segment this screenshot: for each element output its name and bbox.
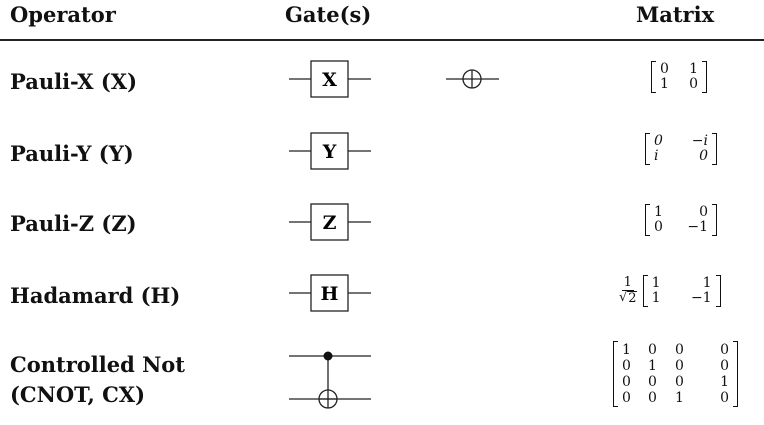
matrix-cell: 1 bbox=[651, 275, 661, 291]
matrix-cell: 0 bbox=[648, 390, 657, 406]
pauli-z-gate bbox=[289, 203, 371, 241]
operator-label-pauli-y: Pauli-Y (Y) bbox=[10, 141, 134, 166]
cnot-gate bbox=[289, 355, 371, 409]
matrix-cell: 0 bbox=[675, 342, 684, 358]
matrix-pauli-x: 0 1 1 0 bbox=[651, 61, 707, 93]
matrix-cell: 0 bbox=[622, 390, 631, 406]
matrix-right-bracket bbox=[733, 341, 738, 407]
pauli-x-gate-letter: X bbox=[322, 69, 337, 91]
matrix-cell: 0 bbox=[654, 133, 663, 149]
hadamard-gate bbox=[289, 274, 371, 312]
matrix-cell: 0 bbox=[720, 358, 729, 374]
pauli-y-gate bbox=[289, 132, 371, 170]
matrix-cell: 1 bbox=[622, 342, 631, 358]
header-gates: Gate(s) bbox=[285, 2, 372, 27]
hadamard-scale-fraction: 1 √2 bbox=[619, 276, 637, 306]
matrix-cell: 1 bbox=[654, 204, 663, 220]
matrix-cell: 0 bbox=[675, 358, 684, 374]
operator-label-cnot-line2: (CNOT, CX) bbox=[10, 382, 146, 407]
matrix-pauli-z: 1 0 0 −1 bbox=[645, 204, 717, 236]
matrix-left-bracket bbox=[651, 61, 656, 93]
hadamard-gate-letter: H bbox=[321, 283, 339, 305]
matrix-cell: 0 bbox=[654, 219, 663, 235]
operator-label-hadamard: Hadamard (H) bbox=[10, 283, 181, 308]
not-gate-symbol bbox=[446, 69, 499, 89]
matrix-cell: 0 bbox=[622, 374, 631, 390]
matrix-cell: 0 bbox=[660, 61, 669, 77]
matrix-cell: 1 bbox=[660, 76, 669, 92]
matrix-cell: 1 bbox=[720, 374, 729, 390]
matrix-right-bracket bbox=[712, 204, 717, 236]
matrix-cell: −1 bbox=[690, 290, 712, 306]
matrix-left-bracket bbox=[645, 133, 650, 165]
matrix-cell: 0 bbox=[720, 342, 729, 358]
fraction-numerator: 1 bbox=[621, 275, 634, 291]
matrix-cell: −i bbox=[691, 133, 708, 149]
matrix-cell: i bbox=[654, 148, 659, 164]
matrix-left-bracket bbox=[642, 275, 648, 307]
matrix-cell: 1 bbox=[651, 290, 661, 306]
cnot-control-dot bbox=[323, 351, 333, 361]
matrix-cell: 0 bbox=[720, 390, 729, 406]
matrix-pauli-y: 0 −i i 0 bbox=[645, 133, 717, 165]
matrix-cell: 0 bbox=[622, 358, 631, 374]
matrix-cell: 0 bbox=[648, 342, 657, 358]
matrix-cell: −1 bbox=[687, 219, 708, 235]
pauli-y-gate-letter: Y bbox=[322, 141, 337, 163]
matrix-cell: 0 bbox=[699, 204, 708, 220]
matrix-left-bracket bbox=[613, 341, 618, 407]
header-rule bbox=[0, 39, 764, 41]
radicand: 2 bbox=[627, 291, 637, 306]
matrix-cell: 1 bbox=[702, 275, 712, 291]
matrix-cell: 1 bbox=[689, 61, 698, 77]
operator-label-cnot-line1: Controlled Not bbox=[10, 352, 185, 377]
sqrt-icon: √ bbox=[619, 290, 628, 305]
header-matrix: Matrix bbox=[636, 2, 715, 27]
matrix-hadamard: 1 √2 1 1 1 −1 bbox=[619, 275, 721, 307]
operator-label-pauli-z: Pauli-Z (Z) bbox=[10, 211, 137, 236]
matrix-cell: 1 bbox=[675, 390, 684, 406]
header-operator: Operator bbox=[10, 2, 116, 27]
matrix-cell: 1 bbox=[648, 358, 657, 374]
matrix-cell: 0 bbox=[689, 76, 698, 92]
matrix-cell: 0 bbox=[699, 148, 708, 164]
pauli-z-gate-letter: Z bbox=[323, 212, 337, 234]
matrix-right-bracket bbox=[712, 133, 717, 165]
operator-label-pauli-x: Pauli-X (X) bbox=[10, 69, 138, 94]
matrix-cnot: 1 0 0 0 0 1 0 0 0 0 0 1 0 0 1 0 bbox=[613, 341, 738, 407]
pauli-x-gate bbox=[289, 60, 371, 98]
matrix-left-bracket bbox=[645, 204, 650, 236]
matrix-cell: 0 bbox=[675, 374, 684, 390]
matrix-right-bracket bbox=[702, 61, 707, 93]
fraction-denominator: √2 bbox=[619, 291, 637, 306]
matrix-cell: 0 bbox=[648, 374, 657, 390]
matrix-right-bracket bbox=[715, 275, 721, 307]
